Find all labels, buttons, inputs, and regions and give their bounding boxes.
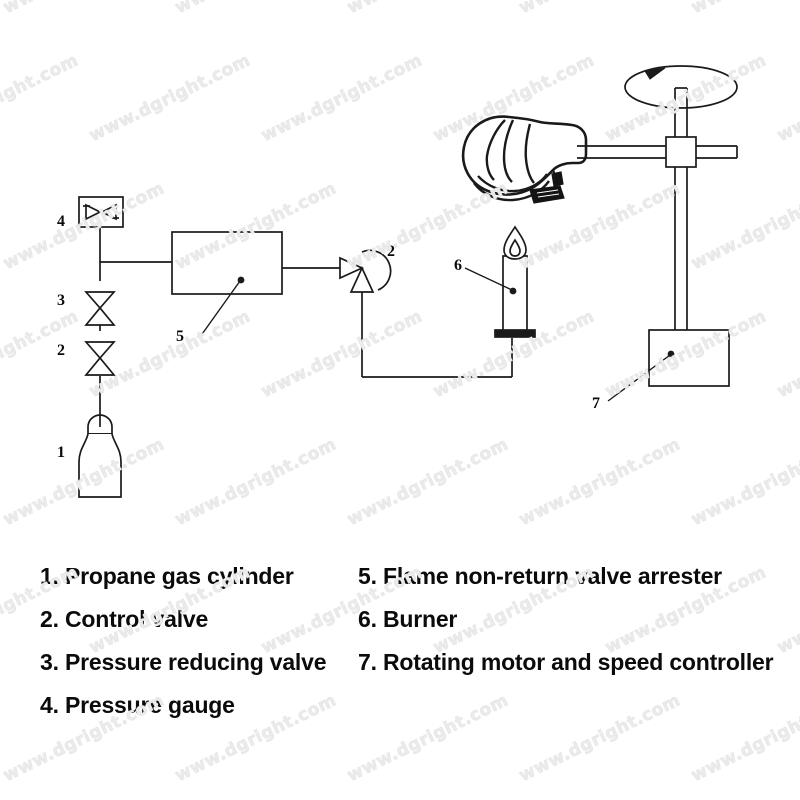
legend-item-7: 7. Rotating motor and speed controller (358, 649, 774, 675)
callout-label-5: 5 (176, 328, 184, 345)
legend-item-6: 6. Burner (358, 606, 458, 632)
callout-label-2-lower: 2 (57, 342, 65, 359)
legend-item-3: 3. Pressure reducing valve (40, 649, 327, 675)
callout-label-7: 7 (592, 395, 600, 412)
control-valve-lower (84, 341, 116, 376)
pressure-reducing-valve (84, 291, 116, 326)
burner (464, 225, 536, 338)
flame-arrester-box (171, 231, 340, 338)
callout-label-group: 1 2 3 4 5 2 6 7 (57, 213, 600, 461)
callout-label-1: 1 (57, 444, 65, 461)
helmet-specimen (461, 115, 588, 204)
legend-item-1: 1. Propane gas cylinder (40, 563, 294, 589)
pressure-gauge (78, 196, 124, 228)
helmet-chin-strap (529, 171, 565, 204)
horizontal-support-arm (577, 145, 673, 159)
rotating-motor-box (607, 329, 730, 402)
rotation-arrow-icon (624, 65, 738, 109)
callout-label-3: 3 (57, 292, 65, 309)
propane-gas-cylinder (78, 414, 122, 498)
burner-feed-pipe (361, 292, 513, 378)
legend-item-4: 4. Pressure gauge (40, 692, 235, 718)
callout-label-4: 4 (57, 213, 65, 230)
rotating-shaft-assembly (665, 87, 738, 340)
callout-label-2-check: 2 (387, 243, 395, 260)
legend-item-2: 2. Control valve (40, 606, 209, 632)
callout-label-6: 6 (454, 257, 462, 274)
legend-item-5: 5. Flame non-return valve arrester (358, 563, 722, 589)
